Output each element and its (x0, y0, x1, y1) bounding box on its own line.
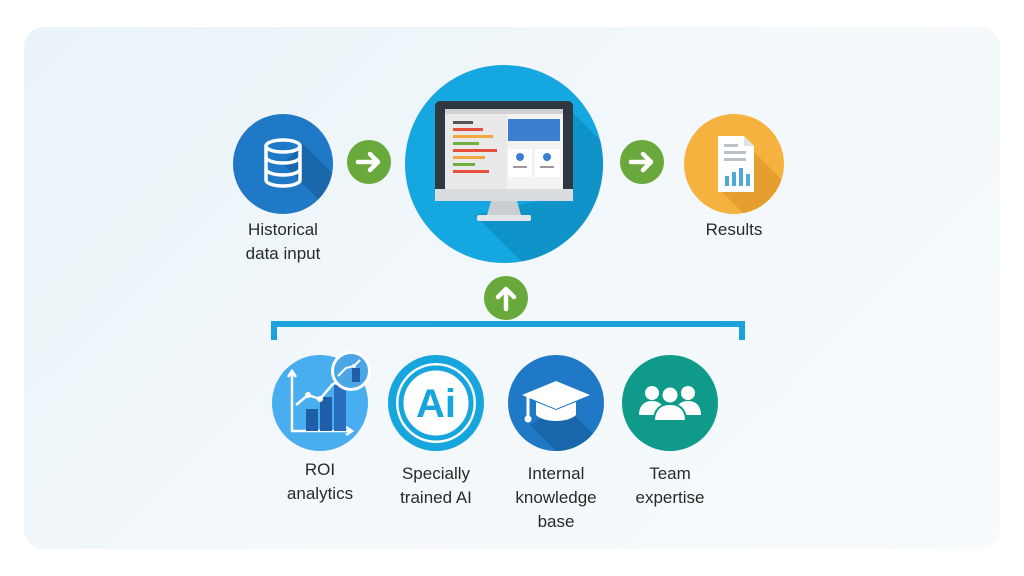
computer-monitor-icon (405, 65, 603, 263)
arrow-right-icon (620, 140, 664, 184)
arrow-right-icon (347, 140, 391, 184)
graduation-cap-icon (508, 355, 604, 451)
factor-label-ai: Specially trained AI (400, 464, 472, 507)
ai-icon: Ai (388, 355, 484, 451)
report-document-icon (684, 114, 784, 214)
factor-label-team: Team expertise (635, 464, 705, 507)
bracket-connector (271, 321, 745, 340)
arrow-up-icon (484, 276, 528, 320)
historical-data-label: Historical data input (245, 220, 321, 263)
factor-label-knowledge: Internal knowledge base (515, 464, 597, 531)
team-people-icon (622, 355, 718, 451)
ai-text: Ai (416, 382, 456, 426)
results-label: Results (705, 220, 763, 239)
magnifier-icon (331, 351, 371, 391)
factor-label-roi: ROI analytics (286, 460, 354, 503)
database-icon (233, 114, 333, 214)
